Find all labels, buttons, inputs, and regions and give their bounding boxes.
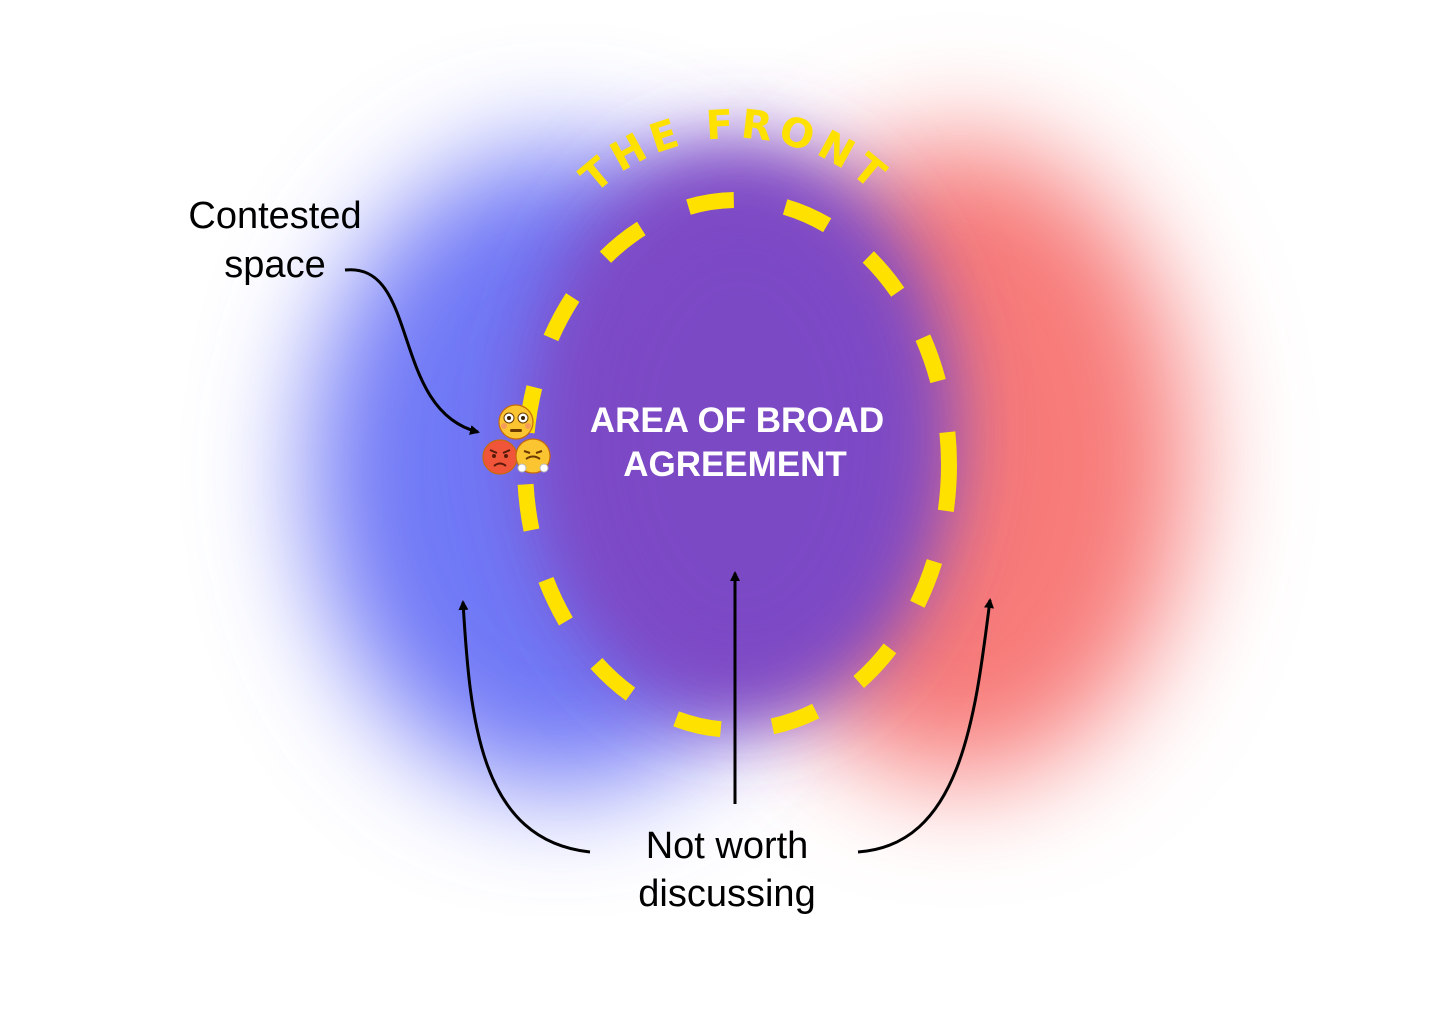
contested-label-line2: space xyxy=(224,244,325,286)
not-worth-label-line1: Not worth xyxy=(646,825,809,867)
area-label-line2: AGREEMENT xyxy=(623,445,847,484)
front-dashed-ring xyxy=(517,192,957,738)
area-label-line1: AREA OF BROAD xyxy=(590,401,884,440)
contested-arrow xyxy=(344,268,480,435)
not-worth-arrow-left xyxy=(458,600,591,854)
pouting-face-icon xyxy=(482,439,518,475)
steam-face-icon xyxy=(515,438,551,474)
opinion-gradient-blob xyxy=(310,140,1190,790)
not-worth-arrow-right xyxy=(857,598,994,854)
flushed-face-icon xyxy=(498,404,534,440)
center-core xyxy=(560,190,920,690)
contested-emoji-cluster xyxy=(482,404,551,475)
contested-label-line1: Contested xyxy=(188,195,361,237)
not-worth-label-line2: discussing xyxy=(638,873,815,915)
